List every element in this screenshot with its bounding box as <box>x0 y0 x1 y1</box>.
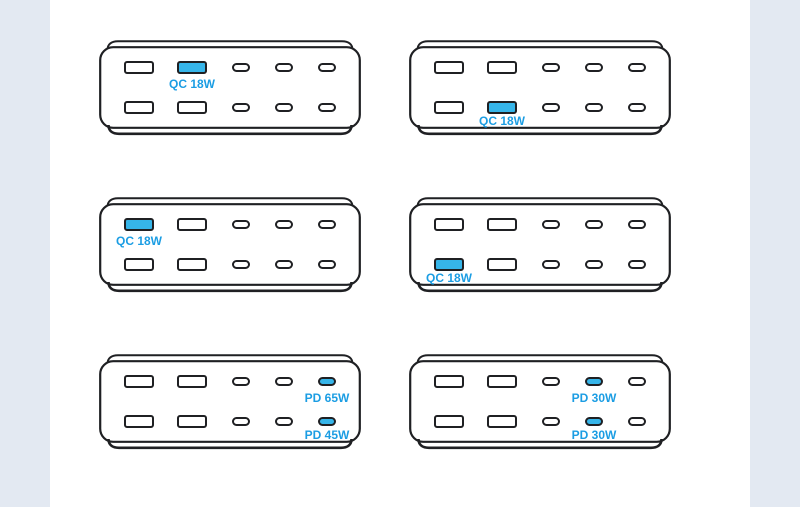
port-wattage-label: PD 45W <box>304 428 350 442</box>
usb-c-port-highlighted <box>585 417 603 426</box>
usb-c-port <box>232 103 250 112</box>
chassis-top-edge <box>106 197 354 208</box>
usb-c-port-highlighted <box>318 377 336 386</box>
usb-c-port <box>585 63 603 72</box>
usb-c-port <box>585 260 603 269</box>
usb-a-port <box>434 415 464 428</box>
port-wattage-label: PD 30W <box>571 391 617 405</box>
usb-c-port <box>542 220 560 229</box>
chassis-bottom-edge <box>107 281 353 293</box>
usb-c-port <box>628 377 646 386</box>
usb-c-port <box>232 377 250 386</box>
port-wattage-label: QC 18W <box>168 77 216 91</box>
port-wattage-label: QC 18W <box>425 271 473 285</box>
usb-c-port <box>275 103 293 112</box>
device-illustration-bottom-right: PD 30W PD 30W <box>409 353 671 450</box>
usb-a-port <box>177 375 207 388</box>
usb-a-port <box>434 101 464 114</box>
usb-c-port <box>232 220 250 229</box>
usb-a-port <box>487 61 517 74</box>
usb-c-port-highlighted <box>318 417 336 426</box>
chassis-bottom-edge <box>417 438 663 450</box>
usb-c-port <box>628 260 646 269</box>
chassis-top-edge <box>416 354 664 365</box>
usb-c-port <box>542 417 560 426</box>
device-illustration-top-right: QC 18W <box>409 39 671 136</box>
usb-a-port-highlighted <box>177 61 207 74</box>
usb-c-port <box>232 63 250 72</box>
usb-a-port <box>434 61 464 74</box>
usb-a-port <box>487 375 517 388</box>
usb-c-port <box>318 103 336 112</box>
chassis-bottom-edge <box>107 124 353 136</box>
usb-c-port <box>275 377 293 386</box>
usb-c-port <box>275 260 293 269</box>
usb-a-port <box>124 415 154 428</box>
chassis-front-face <box>409 360 671 443</box>
usb-a-port <box>487 415 517 428</box>
chassis-top-edge <box>106 40 354 51</box>
chassis-top-edge <box>416 197 664 208</box>
usb-a-port <box>124 375 154 388</box>
usb-a-port <box>434 375 464 388</box>
usb-a-port <box>177 415 207 428</box>
usb-c-port <box>628 220 646 229</box>
usb-a-port <box>434 218 464 231</box>
usb-c-port <box>275 220 293 229</box>
usb-a-port <box>177 218 207 231</box>
usb-c-port <box>542 103 560 112</box>
chassis-front-face <box>99 46 361 129</box>
usb-c-port <box>585 220 603 229</box>
device-illustration-middle-left: QC 18W <box>99 196 361 293</box>
usb-c-port <box>628 417 646 426</box>
port-wattage-label: QC 18W <box>115 234 163 248</box>
power-bank-chassis-illustration <box>409 40 671 136</box>
usb-a-port <box>124 61 154 74</box>
usb-a-port <box>124 258 154 271</box>
usb-c-port <box>318 260 336 269</box>
usb-c-port <box>232 417 250 426</box>
chassis-front-face <box>409 46 671 129</box>
usb-c-port <box>628 103 646 112</box>
usb-c-port <box>318 220 336 229</box>
chassis-top-edge <box>416 40 664 51</box>
usb-c-port <box>542 377 560 386</box>
usb-c-port <box>318 63 336 72</box>
usb-a-port <box>177 101 207 114</box>
usb-c-port <box>542 260 560 269</box>
usb-a-port-highlighted <box>487 101 517 114</box>
usb-c-port <box>275 417 293 426</box>
usb-a-port <box>487 218 517 231</box>
usb-a-port <box>177 258 207 271</box>
device-illustration-top-left: QC 18W <box>99 39 361 136</box>
chassis-top-edge <box>106 354 354 365</box>
usb-c-port <box>542 63 560 72</box>
power-bank-chassis-illustration <box>409 354 671 450</box>
port-wattage-label: PD 65W <box>304 391 350 405</box>
usb-c-port <box>275 63 293 72</box>
power-bank-chassis-illustration <box>99 40 361 136</box>
usb-a-port <box>487 258 517 271</box>
device-illustration-middle-right: QC 18W <box>409 196 671 293</box>
usb-c-port-highlighted <box>585 377 603 386</box>
usb-c-port <box>628 63 646 72</box>
usb-a-port-highlighted <box>434 258 464 271</box>
port-wattage-label: QC 18W <box>478 114 526 128</box>
chassis-bottom-edge <box>417 124 663 136</box>
port-wattage-label: PD 30W <box>571 428 617 442</box>
usb-c-port <box>232 260 250 269</box>
usb-a-port-highlighted <box>124 218 154 231</box>
usb-c-port <box>585 103 603 112</box>
usb-a-port <box>124 101 154 114</box>
device-illustration-bottom-left: PD 65W PD 45W <box>99 353 361 450</box>
